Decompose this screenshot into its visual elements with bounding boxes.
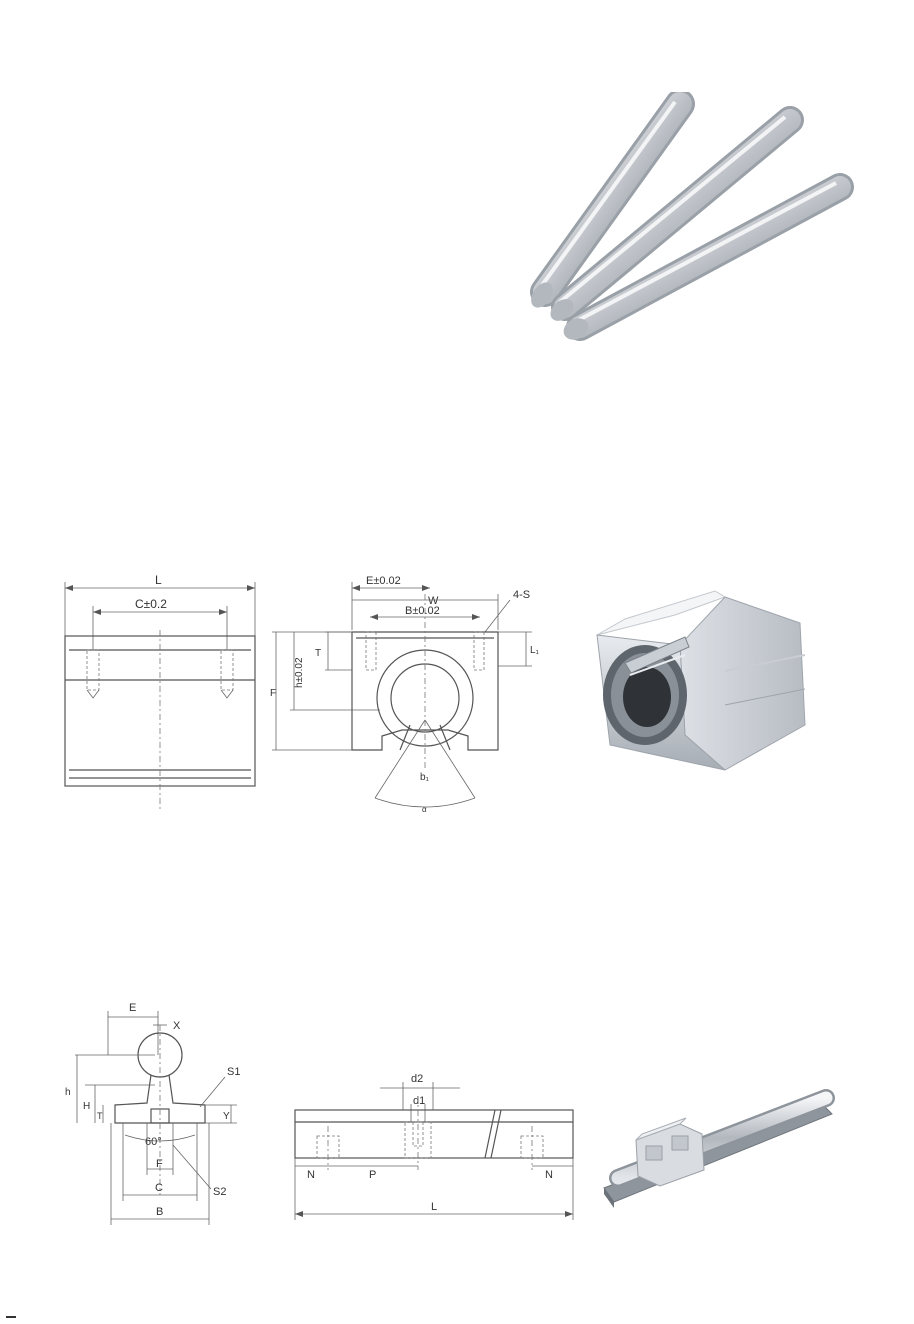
b1-dimension-label: b₁	[420, 772, 430, 783]
rail-l-label: L	[431, 1201, 437, 1213]
open-bearing-block-photo	[585, 585, 815, 775]
length-label: L	[155, 573, 162, 587]
housing-side-view-drawing: L C±0.2	[55, 570, 270, 815]
rail-h-label: h	[65, 1087, 71, 1098]
rail-side-view-drawing: d2 d1 N P N L	[285, 1060, 580, 1230]
rail-e-label: E	[129, 1002, 136, 1014]
t-dimension-label: T	[315, 648, 321, 659]
rail-d2-label: d2	[411, 1073, 423, 1085]
rail-p-label: P	[369, 1169, 376, 1181]
rail-t-label: T	[97, 1111, 103, 1121]
f-dimension-label: F	[270, 688, 276, 699]
rail-n-right-label: N	[545, 1169, 553, 1181]
page-footer-mark	[6, 1316, 16, 1318]
angle-label: α	[422, 805, 427, 814]
l1-dimension-label: L₁	[530, 645, 540, 656]
rail-x-label: X	[173, 1020, 181, 1032]
rail-h-upper-label: H	[83, 1101, 90, 1112]
center-distance-label: C±0.2	[135, 597, 167, 611]
rail-b-label: B	[156, 1206, 163, 1218]
h-dimension-label: h±0.02	[294, 657, 305, 688]
rail-s2-label: S2	[213, 1186, 226, 1198]
rail-n-left-label: N	[307, 1169, 315, 1181]
rail-c-label: C	[155, 1182, 163, 1194]
rail-angle-label: 60°	[145, 1136, 162, 1148]
housing-end-view-drawing: E±0.02 W B±0.02 4-S T L₁ F h±0.02 b₁ α	[270, 570, 560, 815]
supported-rail-photo	[600, 1080, 840, 1215]
rail-d1-label: d1	[413, 1095, 425, 1107]
rail-f-label: F	[156, 1158, 163, 1170]
rail-s1-label: S1	[227, 1066, 240, 1078]
linear-shafts-photo	[520, 92, 860, 347]
rail-y-label: Y	[223, 1111, 230, 1122]
rail-cross-section-drawing: E X S1 h H T Y 60° F C S2 B	[55, 995, 265, 1230]
s-thread-label: 4-S	[513, 589, 530, 601]
b-dimension-label: B±0.02	[405, 605, 440, 617]
e-dimension-label: E±0.02	[366, 575, 401, 587]
